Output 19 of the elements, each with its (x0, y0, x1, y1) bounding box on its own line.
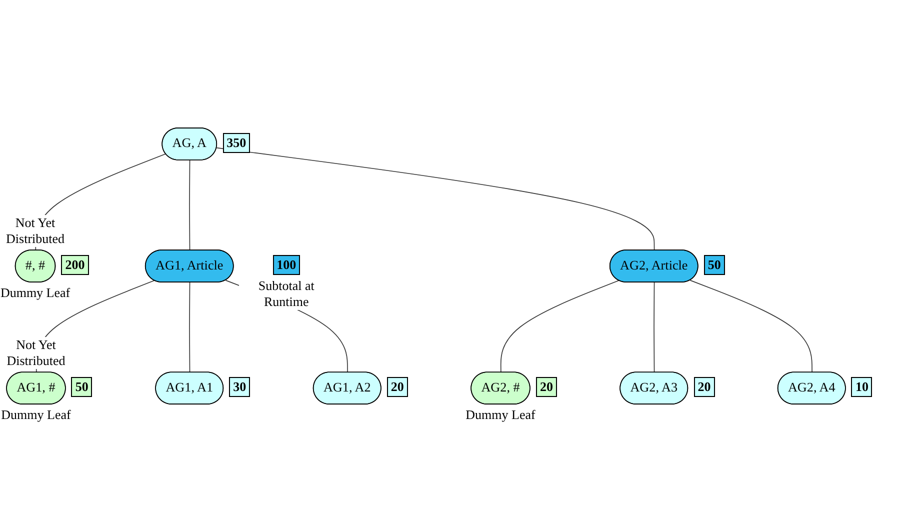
connector (654, 282, 655, 373)
annotation-text: Dummy Leaf (464, 407, 538, 424)
annotation-text: Dummy Leaf (0, 284, 72, 301)
connector (189, 282, 190, 373)
value-box: 20 (386, 377, 408, 398)
connector (189, 160, 190, 251)
value-box: 200 (61, 255, 89, 275)
annotation-text: Dummy Leaf (0, 407, 73, 424)
value-box: 10 (851, 377, 872, 398)
value-box: 30 (229, 377, 250, 398)
value-box: 20 (694, 377, 715, 398)
value-box: 20 (536, 377, 557, 398)
connector (500, 280, 620, 373)
value-box: 50 (71, 377, 92, 398)
value-box: 50 (704, 255, 725, 275)
connector (690, 280, 812, 373)
connector (216, 147, 655, 251)
value-box: 350 (222, 132, 250, 153)
value-box: 100 (272, 255, 300, 275)
